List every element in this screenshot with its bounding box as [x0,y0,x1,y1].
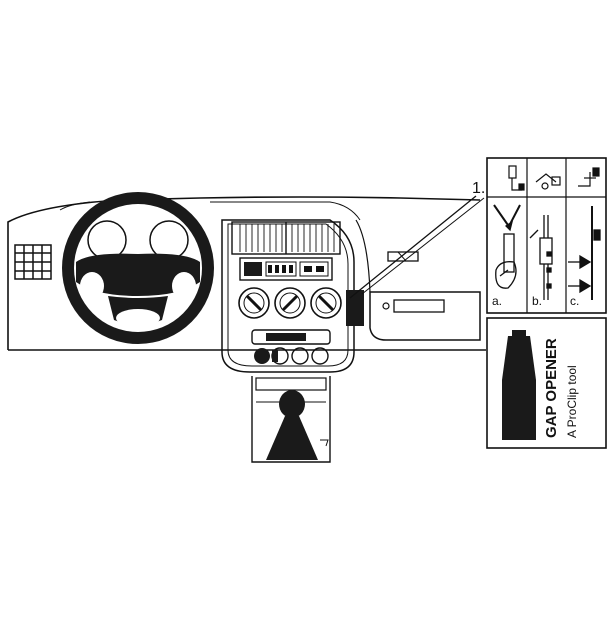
side-air-vent [14,244,52,280]
steering-wheel [62,192,214,344]
climate-knobs [238,287,342,319]
step-b-label: b. [532,294,542,308]
gear-knob [279,390,305,418]
step-c-illustration [568,206,601,300]
gear-shift [251,376,331,463]
callout-1: 1. [349,180,485,299]
tool-panel: GAP OPENER A ProClip tool [486,317,607,449]
dashboard-outline [7,196,486,351]
center-console [221,219,355,373]
tool-title: GAP OPENER [543,338,560,438]
climate-knob-middle [274,287,306,319]
step-c-label: c. [570,294,579,308]
step-c-clip-icon [578,167,600,187]
step-a-clip-icon [508,165,525,191]
callout-number: 1. [472,180,485,197]
gear-boot [266,416,318,460]
passenger-vent [387,251,419,262]
climate-knob-left [238,287,270,319]
step-b-clip-icon [535,173,561,190]
mount-bracket [346,290,364,326]
switch-panel [251,329,331,365]
step-b-illustration [529,215,553,300]
gap-opener-tool-icon [502,336,536,440]
passenger-dashboard [355,219,481,341]
tool-subtitle: A ProClip tool [565,365,579,438]
step-a-illustration [493,204,521,289]
center-air-vents [231,221,341,255]
instruction-panel: a. b. c. [486,157,607,314]
step-a-label: a. [492,294,502,308]
radio-unit [239,257,333,281]
climate-knob-right [310,287,342,319]
glove-box [369,291,481,341]
glove-box-handle [393,299,445,313]
